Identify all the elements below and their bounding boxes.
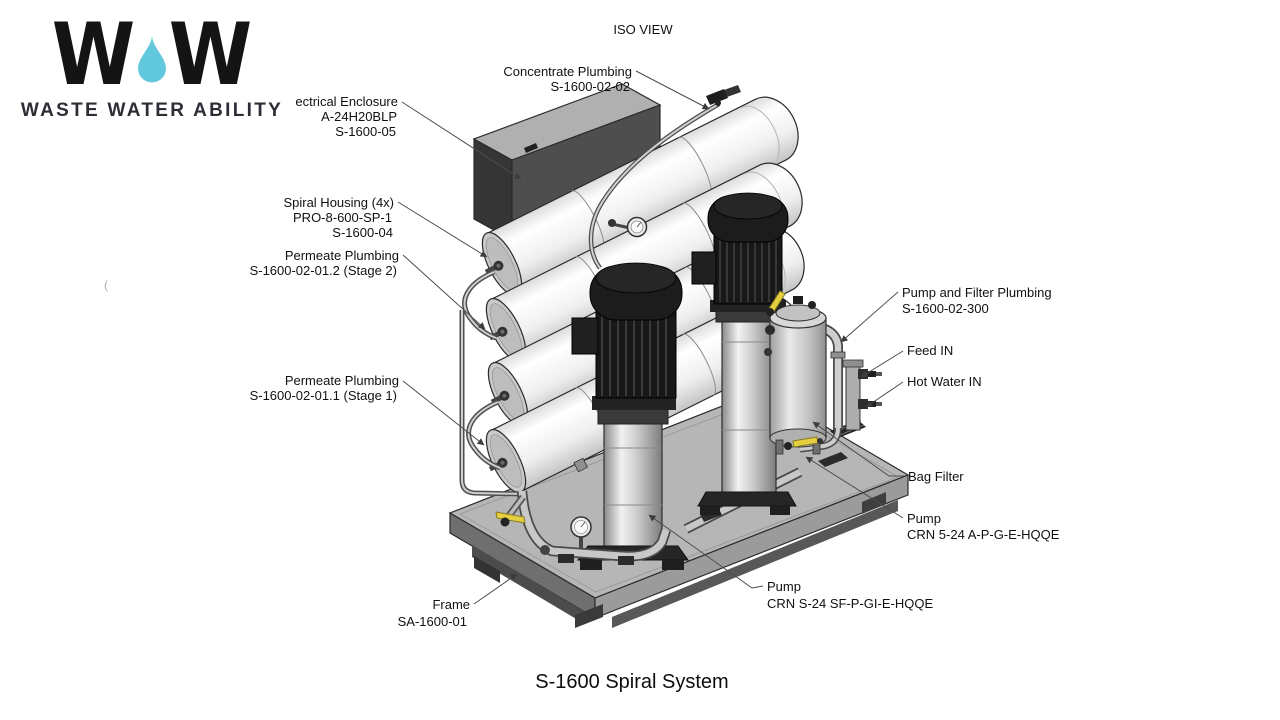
leader-enclosure (401, 101, 522, 180)
pump-column (721, 317, 777, 497)
frame-foot (862, 492, 886, 514)
motor-junction-box (571, 317, 599, 355)
leader-pump-crns24 (648, 514, 764, 589)
callout-frame-1: Frame (432, 597, 470, 612)
callout-pumps24-2: CRN S-24 SF-P-GI-E-HQQE (767, 596, 933, 611)
pump-crn-5-24 (691, 192, 797, 515)
logo: W W WASTE WATER ABILITY (6, 12, 298, 122)
callout-enclosure-2: A-24H20BLP (321, 109, 397, 124)
callout-feed-in: Feed IN (907, 343, 953, 358)
logo-letter-w1: W (51, 5, 136, 105)
callout-concentrate-2: S-1600-02-02 (551, 79, 631, 94)
callout-hot-water-in: Hot Water IN (907, 374, 982, 389)
pipe-saddle (618, 556, 634, 565)
leader-spiral-housing (397, 201, 488, 258)
view-label: ISO VIEW (613, 22, 673, 37)
leader-pump-crn524 (805, 456, 904, 519)
callout-spiral-2: PRO-8-600-SP-1 (293, 210, 392, 225)
bag-filter-body (769, 317, 827, 439)
permeate-piping (459, 269, 525, 497)
leader-permeate-stage1 (402, 380, 485, 446)
callout-pumps24-1: Pump (767, 579, 801, 594)
motor-junction-box (691, 251, 717, 285)
callout-permeate2-1: Permeate Plumbing (285, 248, 399, 263)
bag-filter-assembly (764, 290, 882, 455)
callout-pumpfilter-2: S-1600-02-300 (902, 301, 989, 316)
leader-pump-filter-plumbing (840, 291, 899, 343)
stray-parenthesis: ( (104, 278, 108, 292)
callout-spiral-3: S-1600-04 (332, 225, 393, 240)
callout-frame-2: SA-1600-01 (398, 614, 467, 629)
callout-pump524-1: Pump (907, 511, 941, 526)
callout-permeate2-2: S-1600-02-01.2 (Stage 2) (250, 263, 397, 278)
leader-concentrate (635, 70, 710, 110)
callout-spiral-1: Spiral Housing (4x) (283, 195, 394, 210)
leader-hot-water-in (865, 381, 904, 408)
callout-enclosure-1: ectrical Enclosure (295, 94, 398, 109)
leader-lines (397, 70, 904, 605)
feed-standpipe (845, 365, 861, 431)
pump-column (603, 419, 663, 549)
logo-tagline: WASTE WATER ABILITY (20, 100, 284, 121)
callout-bag-filter: Bag Filter (908, 469, 964, 484)
callout-enclosure-3: S-1600-05 (335, 124, 396, 139)
feed-in-fitting (858, 369, 882, 379)
leader-feed-in (860, 350, 904, 378)
water-drop-icon (138, 35, 166, 83)
frame-foot (575, 604, 603, 628)
leader-frame (473, 573, 518, 605)
sub-frame-left (472, 545, 583, 623)
callout-pumpfilter-1: Pump and Filter Plumbing (902, 285, 1052, 300)
logo-letter-w2: W (168, 5, 253, 105)
leader-permeate-stage2 (402, 254, 486, 330)
callout-concentrate-1: Concentrate Plumbing (503, 64, 632, 79)
valve-yellow-handle (495, 511, 526, 524)
sub-frame-right (612, 500, 898, 628)
callout-labels: ISO VIEW Concentrate Plumbing S-1600-02-… (104, 22, 1060, 693)
logo-marks: W W (6, 12, 298, 98)
callout-permeate1-2: S-1600-02-01.1 (Stage 1) (250, 388, 397, 403)
callout-pump524-2: CRN 5-24 A-P-G-E-HQQE (907, 527, 1060, 542)
frame-foot (474, 556, 500, 583)
pump-crn-s24 (571, 262, 689, 570)
diagram-title: S-1600 Spiral System (535, 671, 728, 693)
concentrate-valve (706, 89, 728, 105)
base-plumbing (495, 490, 671, 565)
bag-filter-lid (775, 304, 821, 322)
callout-permeate1-1: Permeate Plumbing (285, 373, 399, 388)
leader-bag-filter (812, 421, 904, 477)
concentrate-piping (588, 85, 741, 270)
pipe-saddle (558, 554, 574, 563)
